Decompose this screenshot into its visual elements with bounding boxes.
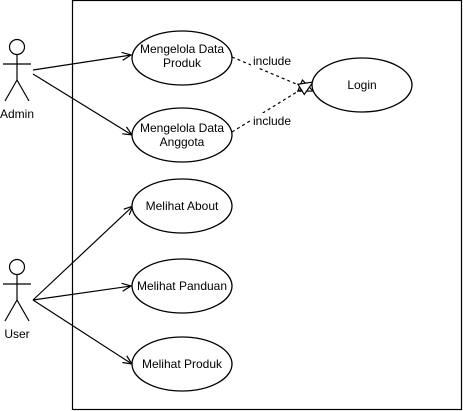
usecase-login[interactable]: Login — [311, 57, 413, 113]
include-top-label: include — [253, 54, 291, 68]
actor-admin-label: Admin — [0, 107, 34, 121]
association-admin-produk — [32, 55, 131, 71]
usecase-mengelola-data-produk[interactable]: Mengelola Data Produk — [131, 30, 233, 86]
association-user-produk — [32, 299, 132, 364]
system-boundary — [71, 0, 463, 411]
actor-admin-head — [8, 38, 26, 56]
usecase-melihat-produk-label: Melihat Produk — [142, 357, 223, 371]
include-top-label-bg — [251, 53, 293, 68]
usecase-mengelola-data-produk-line2: Produk — [163, 56, 202, 70]
association-admin-anggota — [32, 73, 132, 135]
actor-user[interactable] — [3, 258, 31, 322]
actor-user-head — [8, 258, 26, 276]
usecase-mengelola-data-anggota-line1: Mengelola Data — [140, 121, 224, 135]
usecase-melihat-produk[interactable]: Melihat Produk — [131, 336, 233, 392]
usecase-login-label: Login — [347, 78, 376, 92]
actor-user-label: User — [4, 327, 29, 341]
usecase-melihat-panduan-label: Melihat Panduan — [137, 279, 227, 293]
actor-admin[interactable] — [3, 38, 31, 102]
usecase-melihat-panduan[interactable]: Melihat Panduan — [131, 258, 233, 314]
usecase-mengelola-data-produk-line1: Mengelola Data — [140, 42, 224, 56]
usecase-melihat-about[interactable]: Melihat About — [131, 178, 233, 234]
usecase-mengelola-data-anggota[interactable]: Mengelola Data Anggota — [131, 107, 233, 163]
include-anggota-login — [231, 82, 313, 133]
include-bottom-label: include — [253, 114, 291, 128]
association-user-panduan — [32, 286, 131, 301]
include-bottom-label-bg — [251, 113, 293, 128]
usecase-melihat-about-label: Melihat About — [146, 199, 219, 213]
usecase-mengelola-data-anggota-line2: Anggota — [160, 135, 205, 149]
association-user-about — [32, 206, 133, 301]
